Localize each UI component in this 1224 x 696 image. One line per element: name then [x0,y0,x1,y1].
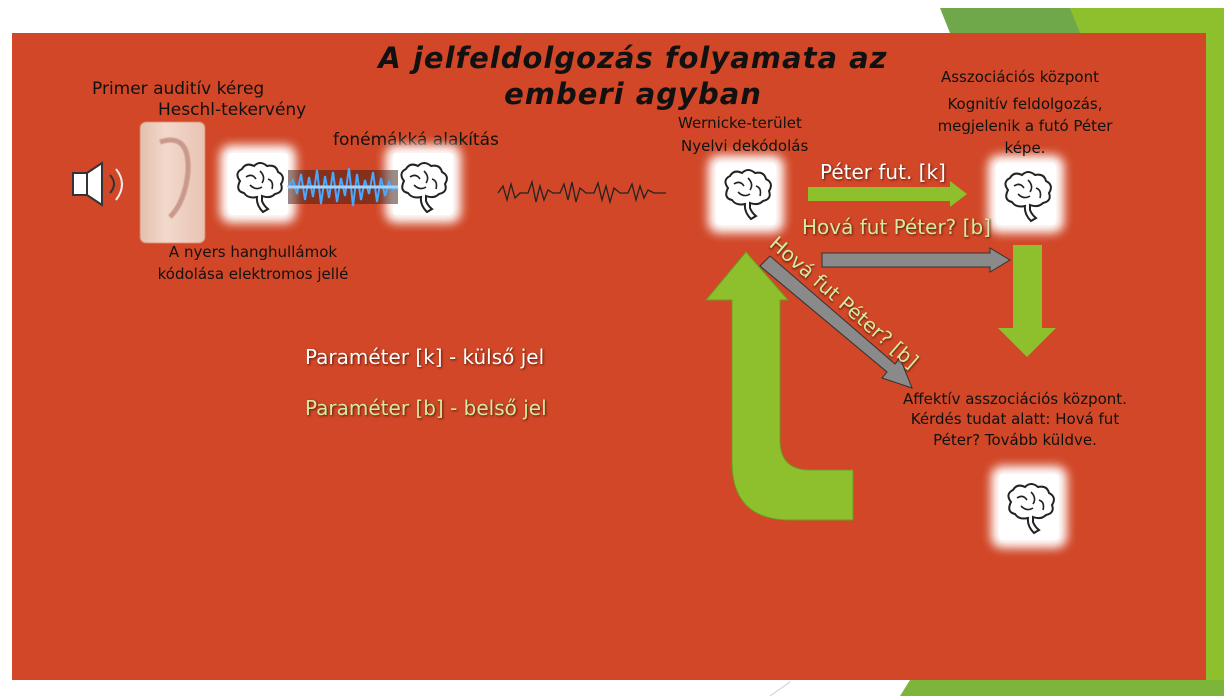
label-wernicke: Wernicke-terület [678,114,802,132]
arrow-feedback-loop [704,251,854,521]
arrow-where-runs-diagonal [759,255,913,389]
label-cognitive-2: megjelenik a futó Péter [937,117,1113,135]
label-raw-waves-2: kódolása elektromos jellé [157,265,349,283]
legend-param-k: Paraméter [k] - külső jel [305,345,545,369]
sound-wave-image [287,167,399,207]
label-affective-3: Péter? Tovább küldve. [933,431,1097,449]
label-heschl: Heschl-tekervény [158,100,307,120]
signal-wave-icon [497,179,666,205]
label-raw-waves-1: A nyers hanghullámok [168,243,338,261]
slide-title: A jelfeldolgozás folyamata az emberi agy… [373,40,893,113]
label-where-runs-horizontal: Hová fut Péter? [b] [802,215,991,239]
label-peter-runs: Péter fut. [k] [820,160,946,184]
label-phonemes: fonémákká alakítás [333,130,499,150]
arrow-peter-runs [808,181,967,207]
label-cognitive-3: képe. [1004,139,1046,157]
label-association-center: Asszociációs központ [940,68,1099,86]
label-language-decoding: Nyelvi dekódolás [681,137,809,155]
speaker-icon [72,161,123,207]
arrow-where-runs-horizontal [821,247,1011,273]
arrow-down-affective [998,245,1056,357]
ear-image [140,122,205,243]
label-primary-cortex: Primer auditív kéreg [92,79,265,99]
title-line-1: A jelfeldolgozás folyamata az [378,41,888,75]
legend-param-b: Paraméter [b] - belső jel [305,396,547,420]
label-affective-1: Affektív asszociációs központ. [903,390,1127,408]
slide-canvas [12,33,1206,680]
title-line-2: emberi agyban [504,77,762,112]
label-affective-2: Kérdés tudat alatt: Hová fut [910,410,1120,428]
label-cognitive-1: Kognitív feldolgozás, [947,95,1103,113]
